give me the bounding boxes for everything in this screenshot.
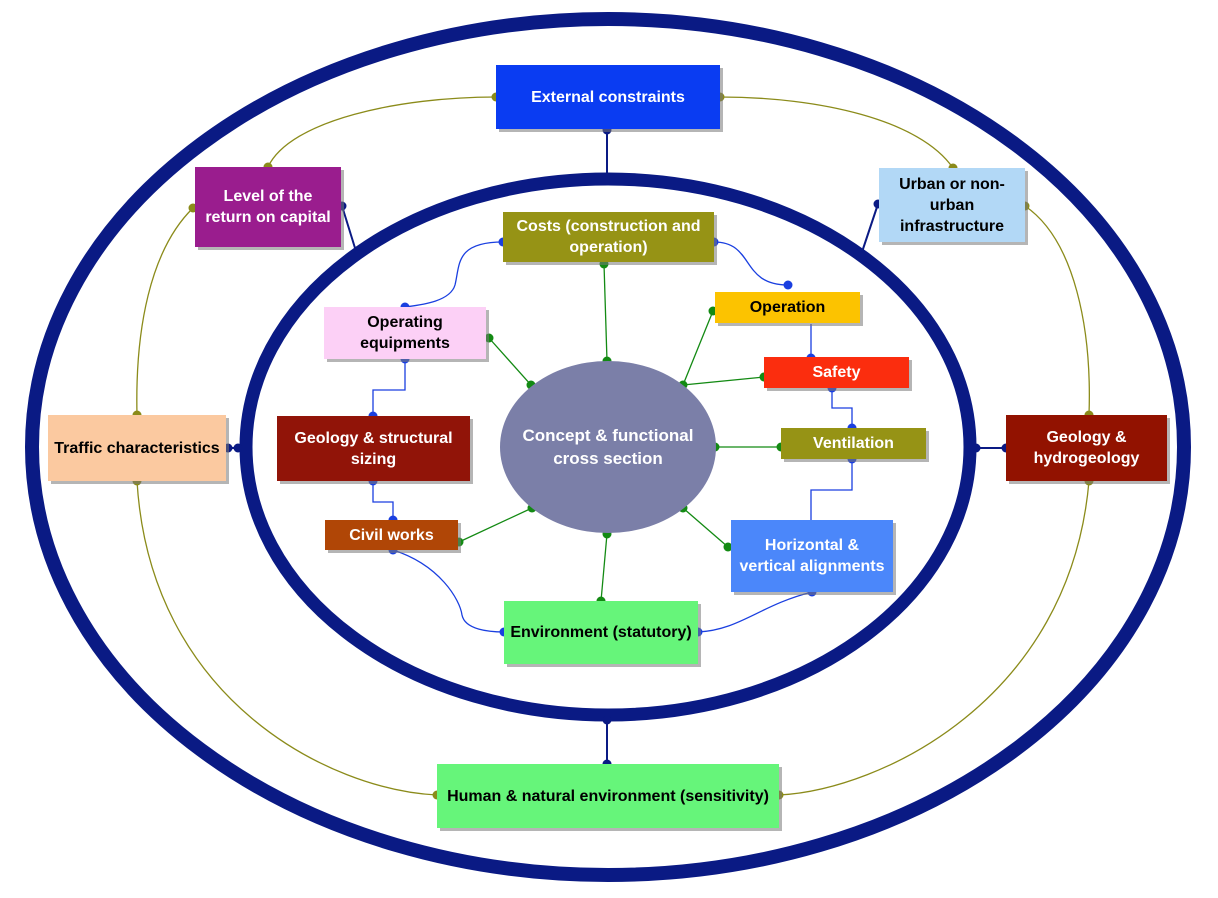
label: Geology & hydrogeology	[1033, 429, 1140, 467]
label: Costs (construction and operation)	[516, 218, 701, 256]
label: Environment (statutory)	[510, 624, 692, 641]
center-concept-label: Concept & functional cross section	[522, 426, 694, 468]
box-geology-structural: Geology & structural sizing	[277, 416, 470, 481]
spoke-links	[458, 263, 781, 602]
label: Horizontal & vertical alignments	[739, 537, 885, 575]
label: Safety	[812, 364, 861, 381]
label: Ventilation	[813, 435, 894, 452]
box-costs: Costs (construction and operation)	[503, 212, 714, 262]
center-ellipse	[500, 361, 716, 533]
box-safety: Safety	[764, 357, 909, 388]
box-urban-infrastructure: Urban or non-urban infrastructure	[879, 168, 1025, 242]
box-traffic-characteristics: Traffic characteristics	[48, 415, 226, 481]
box-ventilation: Ventilation	[781, 428, 926, 459]
label: Level of the return on capital	[205, 188, 331, 226]
box-operation: Operation	[715, 292, 860, 323]
box-level-of-return: Level of the return on capital	[195, 167, 341, 247]
label: Operating equipments	[360, 314, 450, 352]
label: Operation	[749, 299, 826, 316]
label: Urban or non-urban infrastructure	[899, 175, 1005, 235]
outer-links	[136, 96, 1090, 796]
inner-links	[372, 241, 853, 633]
label: Human & natural environment (sensitivity…	[447, 787, 769, 805]
box-environment-statutory: Environment (statutory)	[504, 601, 698, 664]
box-alignments: Horizontal & vertical alignments	[731, 520, 893, 592]
label: Traffic characteristics	[54, 439, 220, 457]
outer-ring	[25, 12, 1191, 882]
label: Civil works	[349, 526, 434, 544]
box-civil-works: Civil works	[325, 520, 458, 550]
box-human-natural-environment: Human & natural environment (sensitivity…	[437, 764, 779, 828]
box-external-constraints: External constraints	[496, 65, 720, 129]
box-geology-hydrogeology: Geology & hydrogeology	[1006, 415, 1167, 481]
label: External constraints	[531, 88, 685, 106]
label: Geology & structural sizing	[294, 429, 453, 468]
box-operating-equipments: Operating equipments	[324, 307, 486, 359]
